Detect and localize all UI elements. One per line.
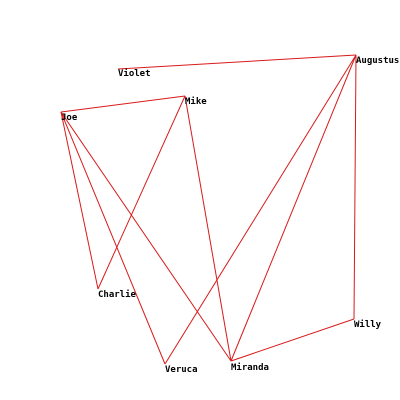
edge-joe-charlie: [60, 111, 99, 290]
node-label-willy: Willy: [354, 319, 382, 330]
edge-augustus-miranda: [230, 54, 357, 362]
edge-augustus-willy: [353, 54, 357, 320]
edge-joe-mike: [60, 95, 186, 113]
edge-joe-miranda: [60, 111, 232, 362]
node-label-joe: Joe: [61, 113, 78, 123]
node-label-veruca: Veruca: [165, 365, 198, 375]
edge-mike-miranda: [184, 95, 232, 362]
edge-willy-miranda: [230, 318, 355, 362]
edge-mike-charlie: [97, 95, 186, 290]
graph-labels: Violet Augustus Joe Mike Charlie Willy V…: [61, 56, 399, 375]
node-label-miranda: Miranda: [231, 362, 269, 373]
edge-joe-veruca: [60, 111, 166, 365]
node-label-charlie: Charlie: [98, 289, 137, 300]
graph-edges: [60, 54, 357, 365]
node-label-mike: Mike: [185, 96, 207, 107]
edge-augustus-veruca: [164, 54, 357, 365]
node-label-violet: Violet: [118, 68, 151, 79]
edge-violet-augustus: [117, 54, 357, 70]
node-label-augustus: Augustus: [356, 56, 399, 66]
